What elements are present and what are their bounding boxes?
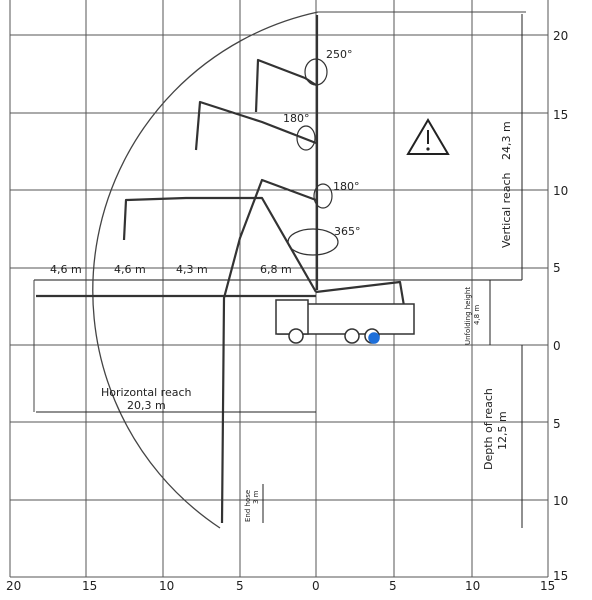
axis-bottom-tick: 10 bbox=[159, 579, 174, 593]
rotation-label-group: 250° 180° 180° 365° bbox=[283, 48, 361, 238]
depth-of-reach-value: 12,5 m bbox=[496, 411, 509, 450]
axis-right-tick: 15 bbox=[553, 569, 568, 583]
axis-bottom-tick: 10 bbox=[465, 579, 480, 593]
rotation-label-365: 365° bbox=[334, 225, 361, 238]
rotation-label-180-top: 180° bbox=[283, 112, 310, 125]
axis-bottom-tick: 5 bbox=[236, 579, 244, 593]
axis-right-tick: 10 bbox=[553, 184, 568, 198]
truck bbox=[275, 299, 415, 344]
boom-pos-upper-fold bbox=[220, 178, 317, 524]
warning-triangle-icon bbox=[406, 118, 450, 155]
rotation-markers bbox=[287, 58, 339, 256]
axis-right: 20 15 10 5 0 5 10 15 bbox=[553, 29, 568, 583]
horizontal-reach-label: Horizontal reach bbox=[101, 386, 191, 399]
truck-marker bbox=[368, 332, 380, 344]
rotation-ellipse-365 bbox=[287, 228, 339, 256]
truck-cab bbox=[275, 299, 309, 335]
boom-pos-250 bbox=[254, 58, 317, 113]
axis-bottom-tick: 15 bbox=[540, 579, 555, 593]
boom-pos-horizontal bbox=[122, 196, 317, 293]
axis-right-tick: 15 bbox=[553, 108, 568, 122]
axis-bottom-tick: 15 bbox=[82, 579, 97, 593]
dimension-lines bbox=[36, 14, 523, 528]
rotation-label-180-mid: 180° bbox=[333, 180, 360, 193]
axis-right-tick: 10 bbox=[553, 494, 568, 508]
axis-bottom: 20 15 10 5 0 5 10 15 bbox=[6, 579, 555, 593]
rotation-ellipse-180-top bbox=[296, 125, 316, 151]
unfolding-height-value: 4,8 m bbox=[473, 305, 481, 325]
boom-pos-180 bbox=[194, 100, 317, 151]
end-hose-value: 3 m bbox=[252, 490, 260, 504]
section-length-1: 4,6 m bbox=[50, 263, 82, 276]
axis-right-tick: 0 bbox=[553, 339, 561, 353]
section-length-labels: 4,6 m 4,6 m 4,3 m 6,8 m bbox=[50, 263, 292, 276]
depth-of-reach-label: Depth of reach bbox=[482, 388, 495, 470]
axis-right-tick: 5 bbox=[553, 417, 561, 431]
section-length-4: 6,8 m bbox=[260, 263, 292, 276]
boom-positions bbox=[36, 15, 410, 524]
section-length-2: 4,6 m bbox=[114, 263, 146, 276]
vertical-reach-label: Vertical reach bbox=[500, 172, 513, 248]
axis-bottom-tick: 20 bbox=[6, 579, 21, 593]
truck-wheel-rear-1 bbox=[344, 328, 360, 344]
axis-right-tick: 5 bbox=[553, 261, 561, 275]
axis-bottom-tick: 5 bbox=[389, 579, 397, 593]
axis-right-tick: 20 bbox=[553, 29, 568, 43]
vertical-reach-value: 24,3 m bbox=[500, 121, 513, 160]
rotation-label-250: 250° bbox=[326, 48, 353, 61]
end-hose-label: End hose bbox=[244, 490, 252, 522]
horizontal-reach-value: 20,3 m bbox=[127, 399, 166, 412]
axis-bottom-tick: 0 bbox=[312, 579, 320, 593]
reach-envelope bbox=[92, 11, 319, 529]
truck-wheel-front bbox=[288, 328, 304, 344]
rotation-ellipse-250 bbox=[304, 58, 328, 86]
rotation-ellipse-180-mid bbox=[313, 183, 333, 209]
unfolding-height-label: Unfolding height bbox=[464, 287, 472, 345]
section-length-3: 4,3 m bbox=[176, 263, 208, 276]
